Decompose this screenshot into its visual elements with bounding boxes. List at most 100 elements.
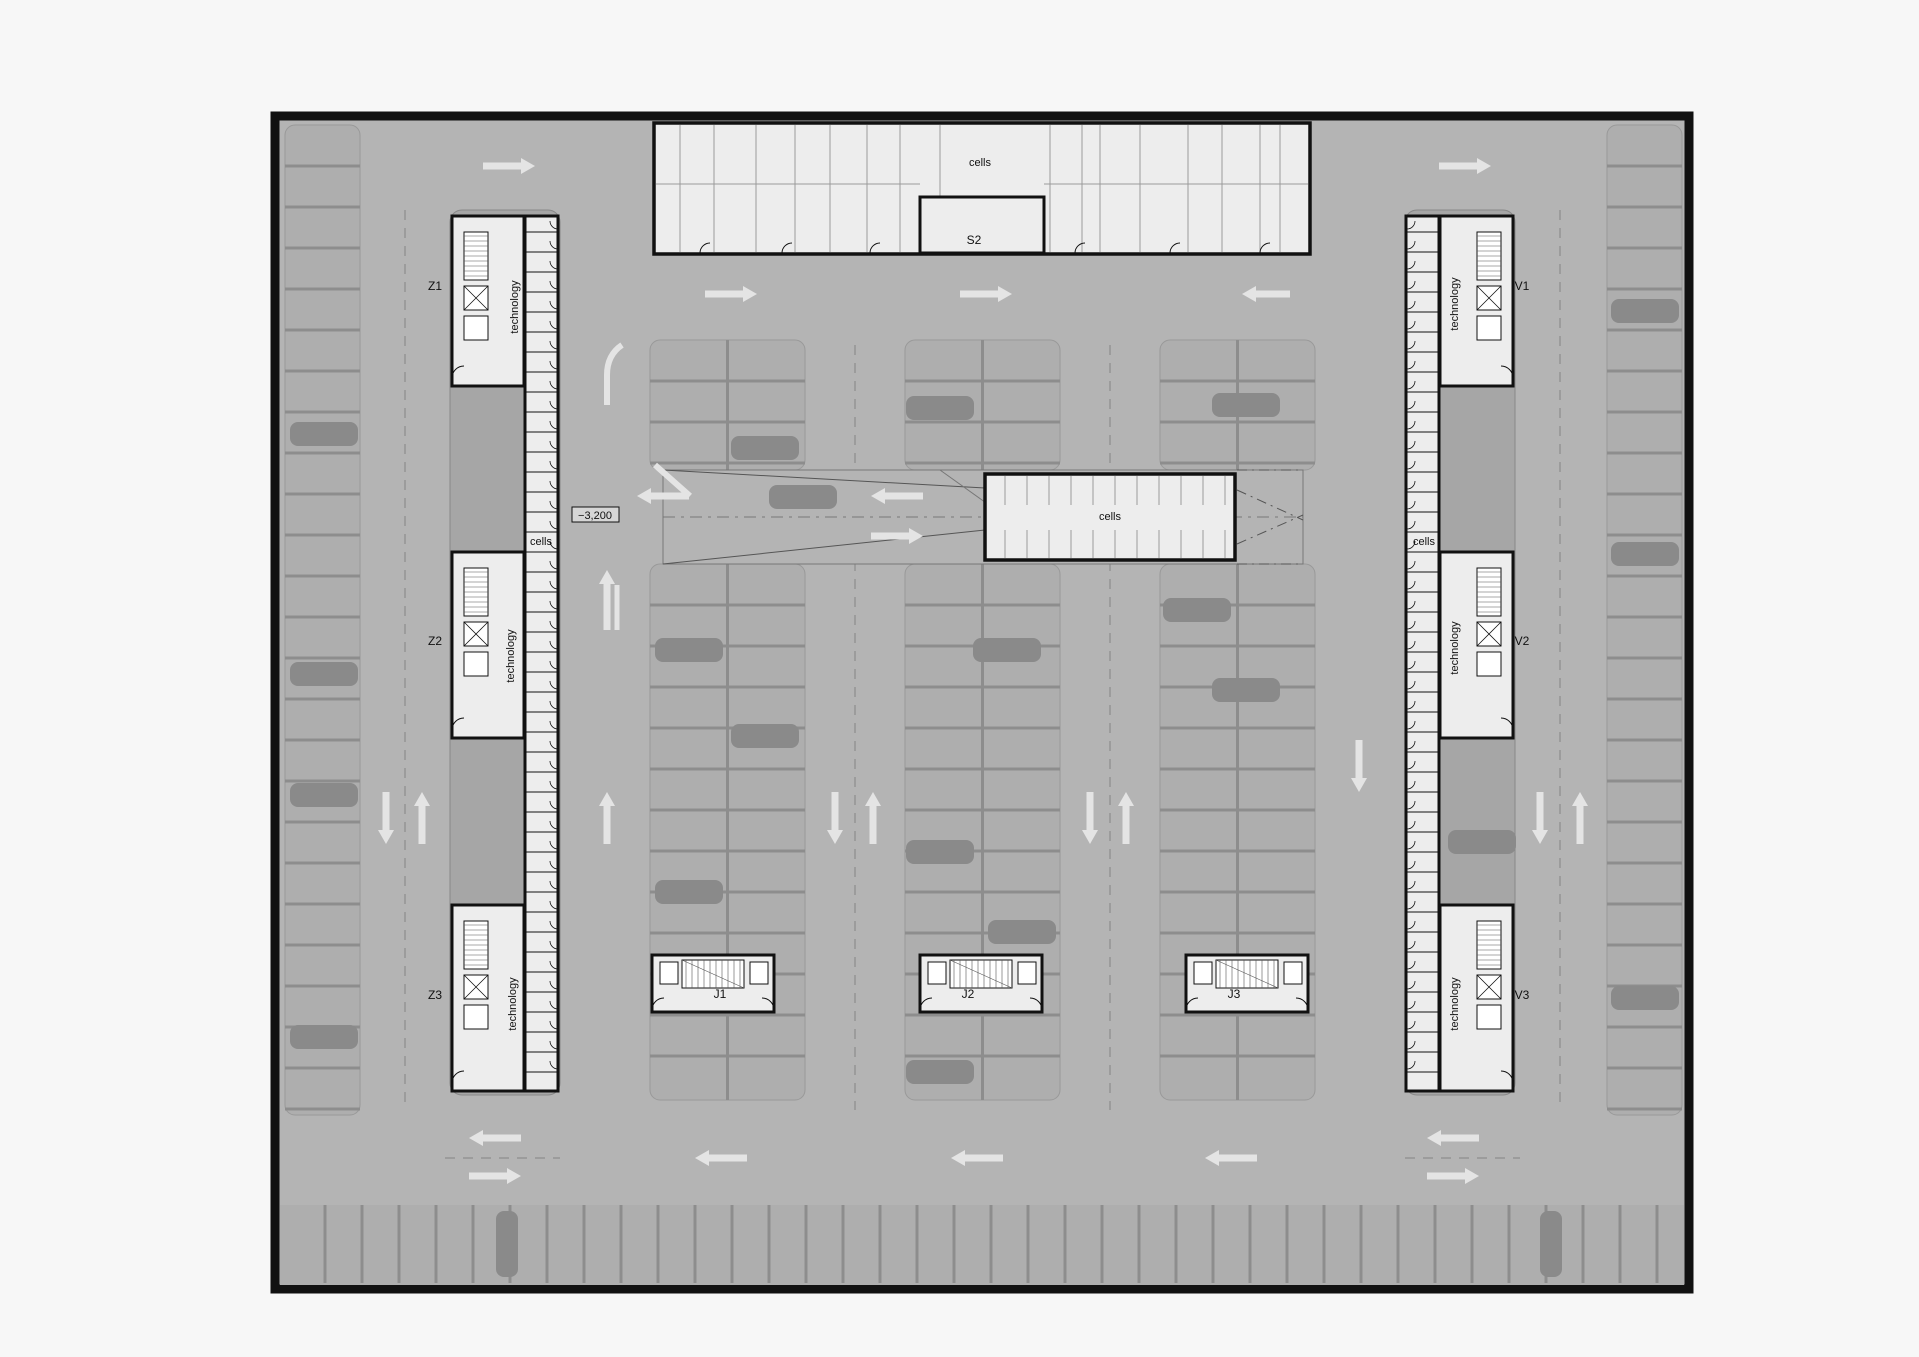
elevator-icon xyxy=(463,1004,489,1030)
door-swing-icon xyxy=(549,620,559,630)
door-swing-icon xyxy=(549,380,559,390)
direction-arrow-icon xyxy=(1351,740,1367,792)
elevator-icon xyxy=(749,961,769,985)
door-swing-icon xyxy=(1406,440,1416,450)
elevator-icon xyxy=(1193,961,1213,985)
technology-label-z2: technology xyxy=(505,629,517,683)
door-swing-icon xyxy=(549,320,559,330)
door-swing-icon xyxy=(1406,1060,1416,1070)
door-swing-icon xyxy=(1406,940,1416,950)
door-swing-icon xyxy=(1500,717,1514,731)
parking-strip xyxy=(1606,124,1683,1116)
core-room xyxy=(450,214,526,388)
elevator-icon xyxy=(1283,961,1303,985)
door-swing-icon xyxy=(1406,220,1416,230)
core-room xyxy=(450,903,526,1093)
technology-label-z1: technology xyxy=(509,280,521,334)
car-icon xyxy=(988,920,1056,944)
technology-label-z3: technology xyxy=(507,977,519,1031)
direction-arrow-icon xyxy=(483,158,535,174)
parked-cars xyxy=(290,299,1679,1277)
door-swing-icon xyxy=(549,860,559,870)
door-swing-icon xyxy=(549,1060,559,1070)
door-swing-icon xyxy=(549,660,559,670)
car-icon xyxy=(1212,678,1280,702)
door-swing-icon xyxy=(1406,920,1416,930)
direction-arrow-icon xyxy=(1427,1168,1479,1184)
core-label-v1: V1 xyxy=(1515,279,1530,293)
door-swing-icon xyxy=(1406,300,1416,310)
door-swing-icon xyxy=(451,1070,465,1084)
direction-arrow-icon xyxy=(871,528,923,544)
door-swing-icon xyxy=(1295,997,1309,1011)
door-swing-icon xyxy=(1406,580,1416,590)
direction-arrow-icon xyxy=(469,1168,521,1184)
technology-label-v3: technology xyxy=(1449,977,1461,1031)
door-swing-icon xyxy=(549,820,559,830)
direction-arrow-icon xyxy=(865,792,881,844)
core-label-j3: J3 xyxy=(1228,987,1241,1001)
car-icon xyxy=(1611,986,1679,1010)
direction-arrow-icon xyxy=(599,792,615,844)
door-swing-icon xyxy=(1406,980,1416,990)
door-swing-icon xyxy=(549,560,559,570)
door-swing-icon xyxy=(1406,820,1416,830)
elevator-cross xyxy=(463,974,489,1000)
direction-arrow-icon xyxy=(653,462,692,499)
core-label-z2: Z2 xyxy=(428,634,442,648)
door-swing-icon xyxy=(1406,340,1416,350)
core-room xyxy=(1438,550,1515,740)
door-swing-icon xyxy=(1406,840,1416,850)
door-swing-icon xyxy=(549,540,559,550)
door-swing-icon xyxy=(869,242,881,254)
direction-arrow-icon xyxy=(1572,792,1588,844)
core-label-z3: Z3 xyxy=(428,988,442,1002)
door-swing-icon xyxy=(549,840,559,850)
level-label: −3,200 xyxy=(578,510,612,522)
direction-arrow-icon xyxy=(1205,1150,1257,1166)
car-icon xyxy=(1611,299,1679,323)
door-swing-icon xyxy=(549,300,559,310)
door-swing-icon xyxy=(1406,500,1416,510)
door-swing-icon xyxy=(1406,620,1416,630)
elevator-icon xyxy=(1476,651,1502,677)
stair-diag xyxy=(949,959,1013,989)
direction-arrow-icon xyxy=(705,286,757,302)
car-icon xyxy=(1611,542,1679,566)
door-swing-icon xyxy=(1074,242,1086,254)
technology-label-v1: technology xyxy=(1449,277,1461,331)
elevator-icon xyxy=(1476,315,1502,341)
door-swing-icon xyxy=(651,997,665,1011)
door-swing-icon xyxy=(1406,460,1416,470)
center-cells-block: cells xyxy=(983,472,1237,562)
door-swing-icon xyxy=(549,1020,559,1030)
direction-arrow-icon xyxy=(960,286,1012,302)
door-swing-icon xyxy=(1406,400,1416,410)
parking-strip xyxy=(284,124,361,1116)
door-swing-icon xyxy=(761,997,775,1011)
door-swing-icon xyxy=(549,240,559,250)
door-swing-icon xyxy=(549,980,559,990)
door-swing-icon xyxy=(549,800,559,810)
top-cells-block: cells S2 xyxy=(652,121,1312,256)
door-swing-icon xyxy=(1406,520,1416,530)
car-icon xyxy=(731,436,799,460)
direction-arrow-icon xyxy=(599,570,615,630)
car-icon xyxy=(1448,830,1516,854)
door-swing-icon xyxy=(549,720,559,730)
door-swing-icon xyxy=(549,480,559,490)
door-swing-icon xyxy=(549,920,559,930)
car-icon xyxy=(655,638,723,662)
elevator-cross xyxy=(463,285,489,311)
car-icon xyxy=(731,724,799,748)
direction-arrow-icon xyxy=(378,792,394,844)
door-swing-icon xyxy=(549,940,559,950)
door-swing-icon xyxy=(549,1000,559,1010)
door-swing-icon xyxy=(549,640,559,650)
door-swing-icon xyxy=(549,520,559,530)
center-cores xyxy=(650,953,1310,1014)
door-swing-icon xyxy=(1406,600,1416,610)
elevator-icon xyxy=(1476,1004,1502,1030)
door-swing-icon xyxy=(549,440,559,450)
elevator-cross xyxy=(1476,285,1502,311)
